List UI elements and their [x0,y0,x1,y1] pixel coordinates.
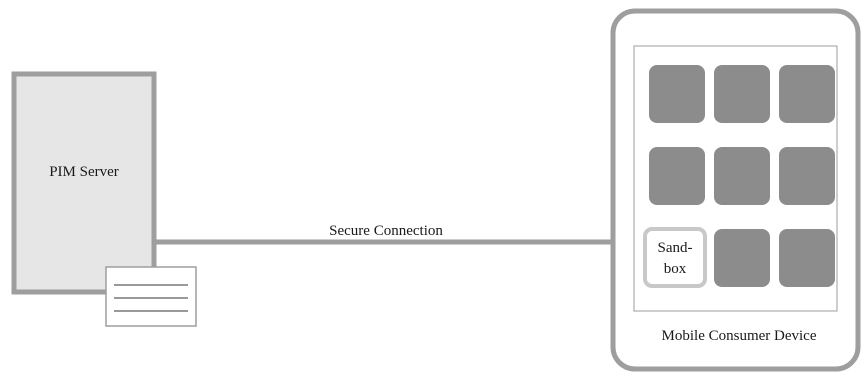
app-tile [649,65,705,123]
app-tile [779,65,835,123]
sandbox-label-line2: box [664,261,687,277]
app-tile [779,229,835,287]
document-icon [105,266,197,327]
app-tile [779,147,835,205]
app-tile [714,229,770,287]
secure-connection-label: Secure Connection [329,223,443,239]
app-tile [714,65,770,123]
app-tile [649,147,705,205]
app-tile [714,147,770,205]
pim-server-label: PIM Server [49,164,119,180]
pim-server-box [11,71,157,295]
mobile-device-label: Mobile Consumer Device [662,328,817,344]
sandbox-label-line1: Sand- [658,240,693,256]
sandbox-box [643,227,707,288]
